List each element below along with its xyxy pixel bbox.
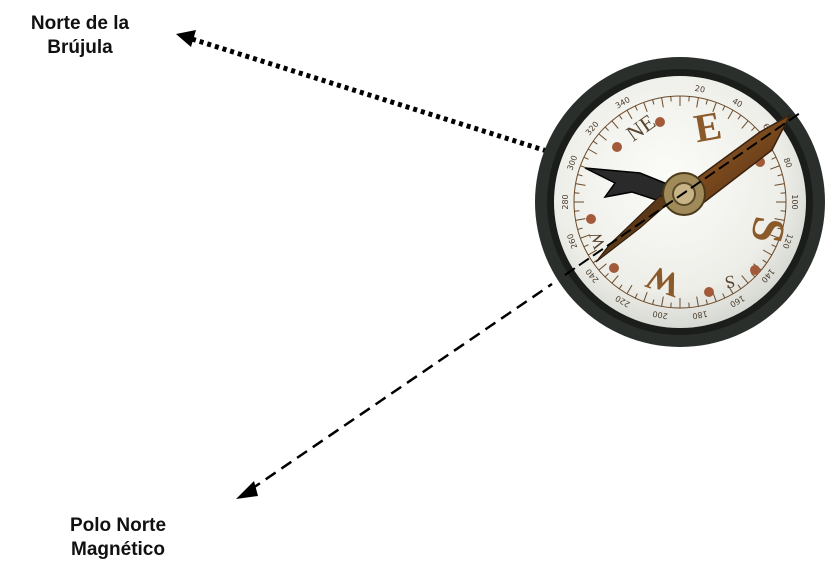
compass-north-label-line2: Brújula [47,37,113,58]
compass-north-label: Norte de la Brújula [0,12,160,60]
compass-tick [634,293,638,299]
magnetic-north-label-line1: Polo Norte [69,515,167,536]
compass-tick [604,126,609,131]
compass-tick [741,275,749,284]
compass-dots [586,117,765,297]
compass-tick [774,218,785,221]
compass-tick [626,284,633,295]
compass-tick [661,296,664,307]
compass-tick [583,244,589,248]
compass-tick [583,156,589,160]
compass-tick [592,259,598,264]
compass-tick [712,102,717,112]
compass-tick [575,183,586,186]
compass-tick [611,120,619,129]
compass-tick [643,102,648,112]
compass-tick [634,105,638,111]
compass-tick [577,227,583,230]
compass-tick [762,249,773,256]
compass-north-arrow [176,30,684,197]
compass-degree-label: 40 [731,96,744,109]
compass-degree-label: 80 [782,157,794,170]
compass-tick [598,133,607,141]
compass-tick [696,97,699,108]
compass-tick [770,234,780,239]
compass-tick [618,114,623,120]
compass-tick [777,174,783,177]
compass-tick [592,140,598,145]
compass-tick [587,249,598,256]
compass-tick [705,299,708,305]
magnetic-north-through-line [564,112,801,276]
compass-tick [643,292,648,302]
compass-tick [762,259,768,264]
compass-tick [771,156,777,160]
compass-degree-label: 180 [692,309,709,321]
compass-tick [652,299,655,305]
compass-tick [722,293,726,299]
compass-letter-small-w: W [585,229,610,252]
compass-tick [741,120,749,129]
compass-tick [737,114,742,120]
compass-tick [737,284,742,290]
compass-tick [611,275,619,284]
compass-tick [661,97,664,108]
compass-tick [727,284,734,295]
compass-tick [652,99,655,105]
compass-tick [626,109,633,120]
magnetic-north-dashed-line [249,282,553,492]
compass-needle-west-arm [595,195,673,263]
compass-tick [774,183,785,186]
compass-degree-label: 200 [652,309,669,321]
compass-tick [575,218,586,221]
compass-degree-label: 100 [790,194,799,209]
compass-tick [722,105,726,111]
compass-north-dotted-line [191,36,684,197]
compass-degree-label: 20 [694,84,706,95]
compass-tick [604,273,609,278]
magnetic-north-label: Polo Norte Magnético [38,514,198,562]
magnetic-north-arrow [236,112,801,499]
compass-north-label-line1: Norte de la [30,13,130,34]
compass: 2040608010012014016018020022024026028030… [535,57,825,347]
compass-tick [577,174,583,177]
compass-tick [580,234,590,239]
compass-tick [598,263,607,271]
compass-tick [705,99,708,105]
magnetic-north-label-line2: Magnético [71,539,165,560]
compass-degree-label: 280 [561,194,570,209]
compass-tick [696,296,699,307]
compass-tick [771,244,777,248]
compass-tick [587,148,598,155]
compass-tick [777,227,783,230]
magnetic-north-arrowhead [236,481,258,499]
compass-tick [751,273,756,278]
compass-tick [618,284,623,290]
compass-tick [751,126,756,131]
compass-letter-small-s: S [723,271,736,292]
compass-north-arrowhead [176,30,196,47]
compass-tick [770,165,780,170]
compass-tick [727,109,734,120]
